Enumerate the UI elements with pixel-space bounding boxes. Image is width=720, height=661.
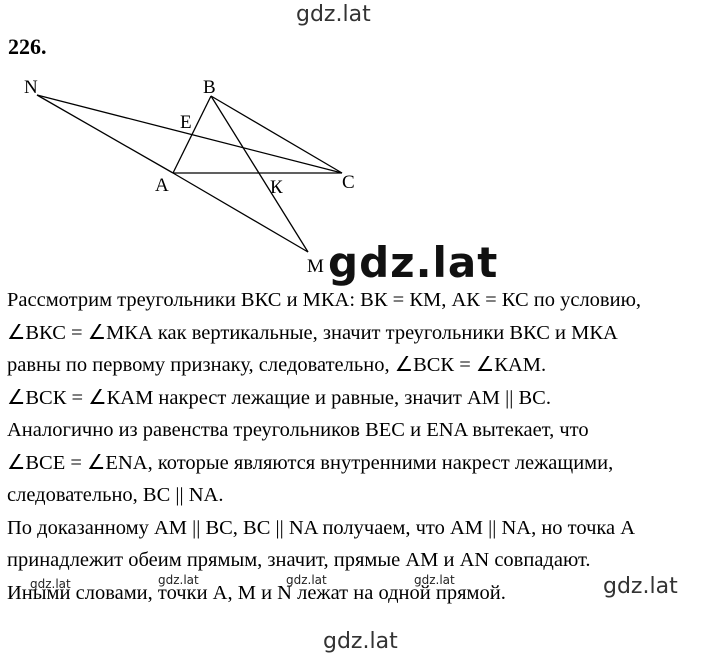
solution-line: ∠ВСЕ = ∠ENA, которые являются внутренним… <box>7 451 614 474</box>
solution-line: Рассмотрим треугольники ВКС и МКА: ВК = … <box>7 289 642 311</box>
solution-line: Иными словами, точки А, М и N лежат на о… <box>7 581 506 604</box>
segment-BM <box>210 95 309 253</box>
solution-line: По доказанному АМ || ВС, ВС || NA получа… <box>7 516 636 539</box>
problem-number: 226. <box>8 34 47 59</box>
watermark-big: gdz.lat <box>328 238 499 287</box>
watermark-bottom: gdz.lat <box>323 629 398 654</box>
solution-text: Рассмотрим треугольники ВКС и МКА: ВК = … <box>7 284 713 609</box>
segment-NA <box>36 94 174 174</box>
label-B: B <box>203 77 216 98</box>
segment-BC <box>210 95 343 174</box>
label-M: M <box>307 256 324 277</box>
watermark-small: gdz.lat <box>414 573 455 587</box>
solution-line: ∠ВКС = ∠МКА как вертикальные, значит тре… <box>7 321 618 344</box>
label-N: N <box>24 77 38 98</box>
watermark-top: gdz.lat <box>296 2 371 27</box>
watermark-right: gdz.lat <box>603 574 678 599</box>
watermark-small: gdz.lat <box>158 573 199 587</box>
solution-line: равны по первому признаку, следовательно… <box>7 354 547 376</box>
segment-AM <box>172 172 309 253</box>
solution-line: принадлежит обеим прямым, значит, прямые… <box>7 549 591 571</box>
solution-line: Аналогично из равенства треугольников ВЕ… <box>7 419 589 441</box>
solution-line: ∠ВСК = ∠КАМ накрест лежащие и равные, зн… <box>7 386 551 409</box>
label-E: E <box>180 112 192 133</box>
watermark-small: gdz.lat <box>30 577 71 591</box>
label-A: A <box>155 175 169 196</box>
watermark-small: gdz.lat <box>286 573 327 587</box>
label-K: К <box>270 177 283 198</box>
label-C: C <box>342 172 355 193</box>
segment-NC <box>36 94 343 174</box>
solution-line: следовательно, ВС || NA. <box>7 484 224 506</box>
